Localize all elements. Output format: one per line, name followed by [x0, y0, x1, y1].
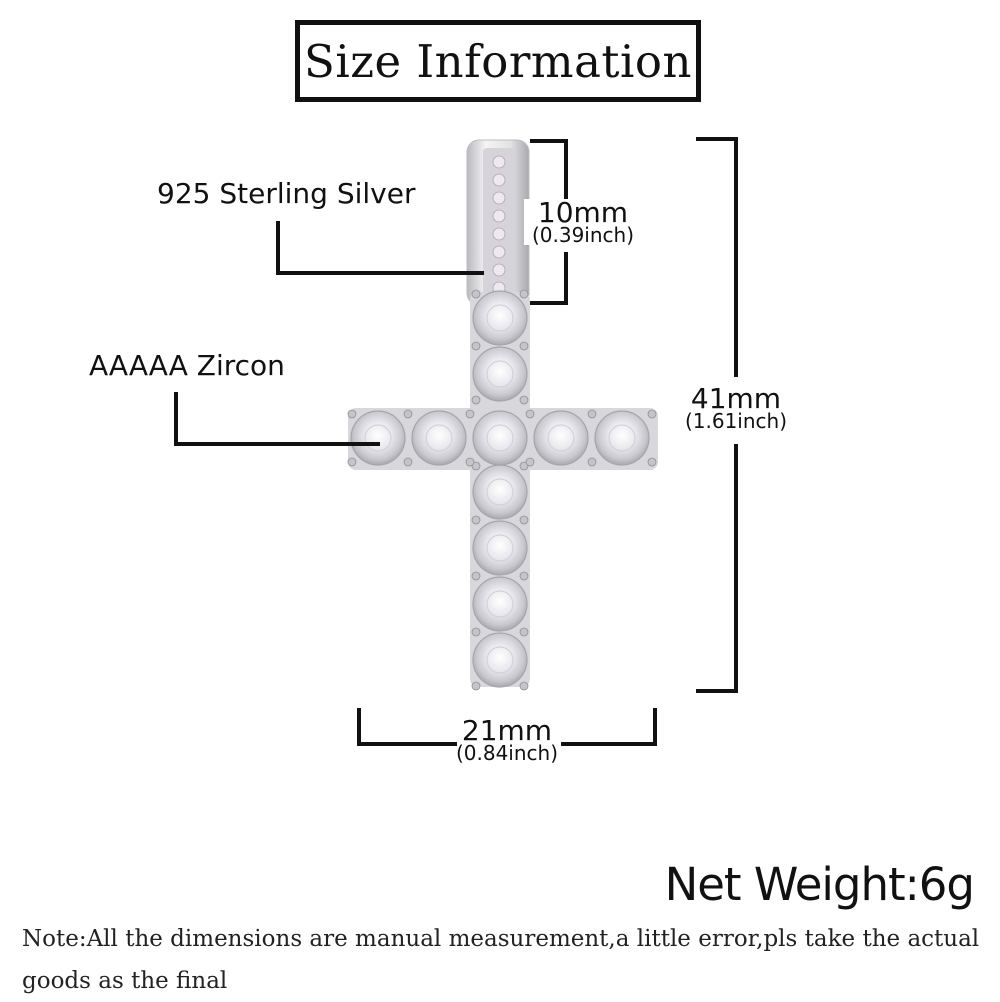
stone-label: AAAAA Zircon [89, 349, 285, 382]
height-dimension-inch: (1.61inch) [684, 409, 788, 433]
bail-dimension-inch: (0.39inch) [531, 223, 635, 247]
bail-dimension: 10mm (0.39inch) [524, 199, 642, 245]
width-dim-right-bar [561, 742, 657, 746]
height-dimension-mm: 41mm [690, 382, 782, 415]
bail [466, 139, 530, 306]
net-weight: Net Weight:6g [664, 858, 975, 911]
material-label: 925 Sterling Silver [157, 177, 416, 210]
width-dim-left-tick [357, 708, 361, 746]
bail-dim-lower-bar [564, 252, 568, 305]
material-leader-horizontal [276, 271, 484, 275]
height-dim-top-tick [696, 137, 738, 141]
title-box: Size Information [295, 20, 701, 102]
width-dimension: 21mm (0.84inch) [448, 714, 566, 765]
height-dim-bottom-tick [696, 689, 738, 693]
stone-leader-horizontal [174, 442, 380, 446]
bail-dimension-mm: 10mm [537, 196, 629, 229]
bail-dim-upper-bar [564, 139, 568, 199]
bail-dim-top-tick [530, 139, 568, 143]
width-dimension-mm: 21mm [461, 714, 553, 747]
bail-dim-bottom-tick [530, 301, 568, 305]
page-title: Size Information [304, 34, 692, 88]
height-dim-upper-bar [734, 137, 738, 377]
measurement-note: Note:All the dimensions are manual measu… [22, 926, 980, 994]
width-dimension-inch: (0.84inch) [455, 741, 559, 765]
height-dimension: 41mm (1.61inch) [676, 385, 796, 431]
material-leader-vertical [276, 221, 280, 275]
width-dim-left-bar [357, 742, 457, 746]
stone-leader-vertical [174, 392, 178, 446]
width-dim-right-tick [653, 708, 657, 746]
height-dim-lower-bar [734, 444, 738, 693]
